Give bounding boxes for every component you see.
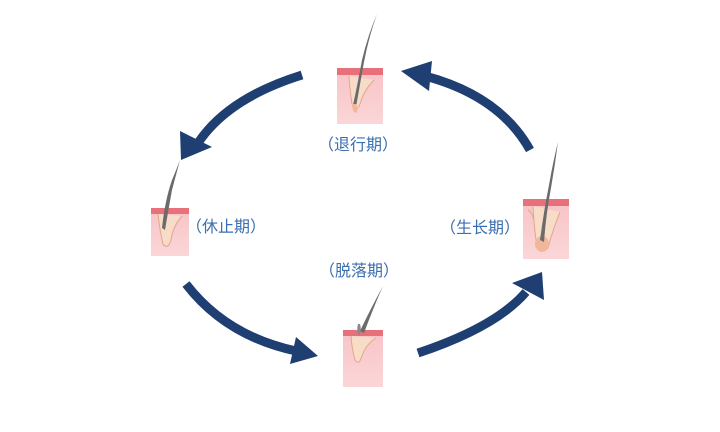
exogen-follicle-illustration (343, 286, 383, 387)
cycle-arrow-exogen-to-anagen (416, 272, 544, 358)
stage-label-telogen: （休止期） (186, 217, 266, 236)
cycle-arrow-catagen-to-telogen (180, 70, 304, 160)
telogen-follicle-illustration (151, 160, 189, 256)
stage-label-exogen: （脱落期） (319, 261, 399, 280)
stage-label-anagen: （生长期） (440, 218, 520, 237)
anagen-follicle-illustration (523, 142, 569, 259)
cycle-arrow-telogen-to-exogen (182, 281, 318, 364)
catagen-follicle-illustration (337, 14, 383, 124)
cycle-arrow-anagen-to-catagen (401, 61, 534, 153)
stage-label-catagen: （退行期） (318, 135, 398, 154)
